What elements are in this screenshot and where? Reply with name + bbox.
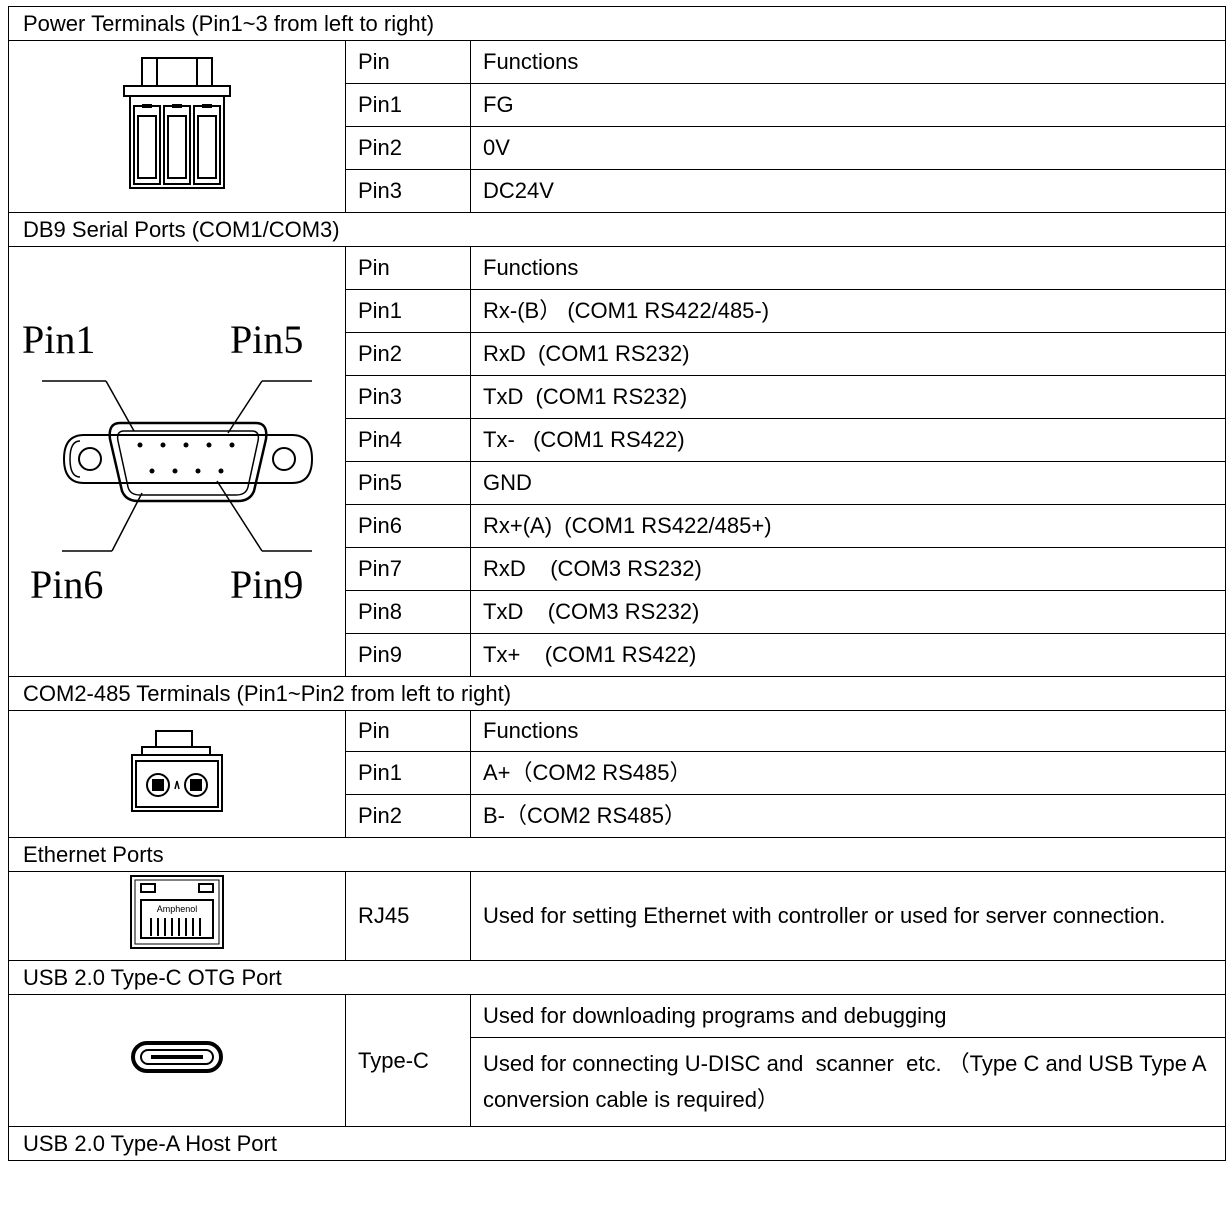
db9-connector-image: Pin1 Pin5 Pin6 Pin9 bbox=[8, 246, 346, 677]
db9-function: RxD (COM1 RS232) bbox=[470, 332, 1226, 376]
com2-header-pin: Pin bbox=[345, 710, 471, 752]
usbc-function: Used for connecting U-DISC and scanner e… bbox=[470, 1037, 1226, 1127]
pin-spec-table: Power Terminals (Pin1~3 from left to rig… bbox=[8, 6, 1226, 1161]
com2-pin: Pin2 bbox=[345, 794, 471, 838]
power-terminal-icon bbox=[123, 56, 231, 189]
power-terminal-image bbox=[8, 40, 346, 213]
db9-pin: Pin4 bbox=[345, 418, 471, 462]
db9-pin: Pin2 bbox=[345, 332, 471, 376]
section-title-ethernet: Ethernet Ports bbox=[8, 837, 1226, 872]
section-title-db9: DB9 Serial Ports (COM1/COM3) bbox=[8, 212, 1226, 247]
power-pin: Pin3 bbox=[345, 169, 471, 213]
db9-connector-icon: Pin1 Pin5 Pin6 Pin9 bbox=[22, 317, 314, 607]
power-header-pin: Pin bbox=[345, 40, 471, 84]
rj45-jack-icon: Amphenol bbox=[130, 875, 224, 949]
db9-pin: Pin9 bbox=[345, 633, 471, 677]
db9-function: Rx-(B） (COM1 RS422/485-) bbox=[470, 289, 1226, 333]
section-title-usba: USB 2.0 Type-A Host Port bbox=[8, 1126, 1226, 1161]
rj45-jack-image: Amphenol bbox=[8, 871, 346, 961]
usbc-port-image bbox=[8, 994, 346, 1127]
usbc-port-icon bbox=[131, 1040, 223, 1073]
power-header-functions: Functions bbox=[470, 40, 1226, 84]
power-function: FG bbox=[470, 83, 1226, 127]
power-function: DC24V bbox=[470, 169, 1226, 213]
usbc-pin: Type-C bbox=[345, 994, 471, 1127]
db9-label-pin1: Pin1 bbox=[22, 317, 95, 362]
db9-pin: Pin6 bbox=[345, 504, 471, 548]
db9-pin: Pin3 bbox=[345, 375, 471, 419]
db9-function: Tx+ (COM1 RS422) bbox=[470, 633, 1226, 677]
db9-function: RxD (COM3 RS232) bbox=[470, 547, 1226, 591]
db9-function: Rx+(A) (COM1 RS422/485+) bbox=[470, 504, 1226, 548]
ethernet-function: Used for setting Ethernet with controlle… bbox=[470, 871, 1226, 961]
db9-pin: Pin8 bbox=[345, 590, 471, 634]
rj45-brand-label: Amphenol bbox=[157, 904, 198, 914]
com2-terminal-image bbox=[8, 710, 346, 838]
com2-terminal-icon bbox=[131, 730, 223, 812]
com2-function: B-（COM2 RS485） bbox=[470, 794, 1226, 838]
com2-pin: Pin1 bbox=[345, 751, 471, 795]
power-function: 0V bbox=[470, 126, 1226, 170]
db9-function: GND bbox=[470, 461, 1226, 505]
section-title-usbc: USB 2.0 Type-C OTG Port bbox=[8, 960, 1226, 995]
db9-function: TxD (COM3 RS232) bbox=[470, 590, 1226, 634]
com2-function: A+（COM2 RS485） bbox=[470, 751, 1226, 795]
db9-pin: Pin1 bbox=[345, 289, 471, 333]
db9-label-pin5: Pin5 bbox=[230, 317, 303, 362]
ethernet-pin: RJ45 bbox=[345, 871, 471, 961]
power-pin: Pin2 bbox=[345, 126, 471, 170]
db9-header-pin: Pin bbox=[345, 246, 471, 290]
section-title-power: Power Terminals (Pin1~3 from left to rig… bbox=[8, 6, 1226, 41]
com2-header-functions: Functions bbox=[470, 710, 1226, 752]
db9-function: Tx- (COM1 RS422) bbox=[470, 418, 1226, 462]
db9-pin: Pin5 bbox=[345, 461, 471, 505]
db9-function: TxD (COM1 RS232) bbox=[470, 375, 1226, 419]
db9-label-pin9: Pin9 bbox=[230, 562, 303, 607]
section-title-com2: COM2-485 Terminals (Pin1~Pin2 from left … bbox=[8, 676, 1226, 711]
db9-label-pin6: Pin6 bbox=[30, 562, 103, 607]
db9-pin: Pin7 bbox=[345, 547, 471, 591]
db9-header-functions: Functions bbox=[470, 246, 1226, 290]
power-pin: Pin1 bbox=[345, 83, 471, 127]
usbc-function: Used for downloading programs and debugg… bbox=[470, 994, 1226, 1038]
